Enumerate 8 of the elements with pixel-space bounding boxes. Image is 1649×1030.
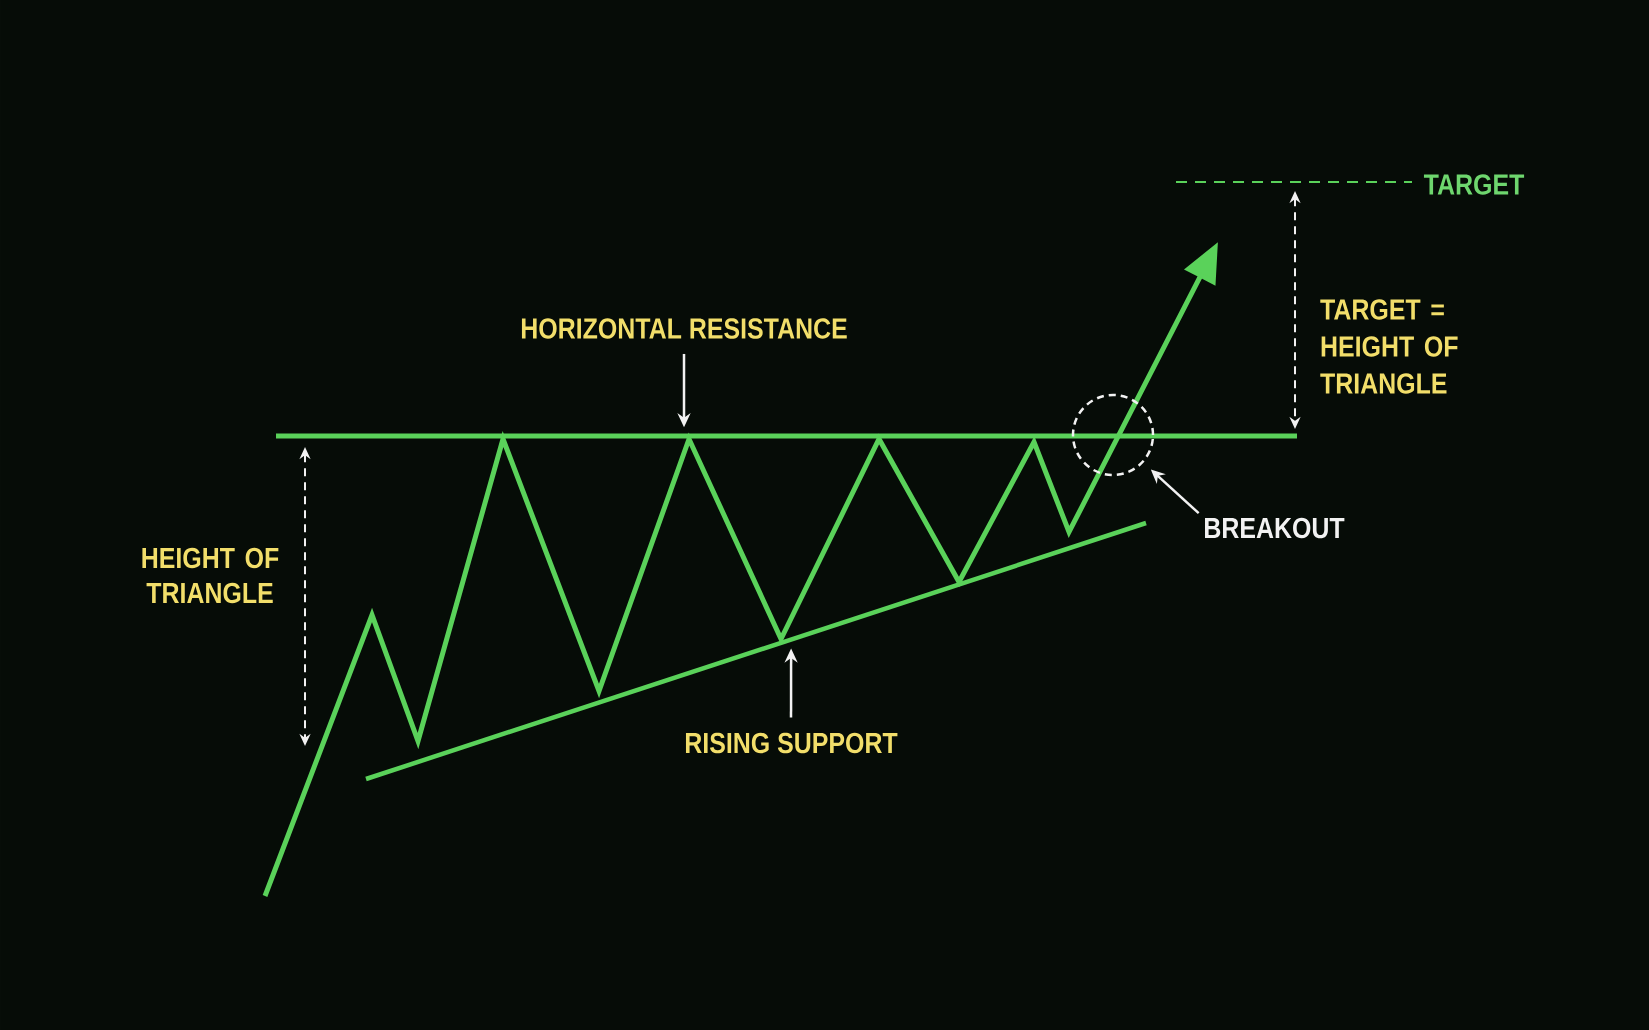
- dashed-circle: [1071, 393, 1155, 477]
- annotation-text: RISING SUPPORT: [685, 732, 898, 754]
- annotation-text: BREAKOUT: [1205, 517, 1345, 539]
- annotation-text: HORIZONTAL RESISTANCE: [521, 318, 847, 339]
- support-line: [365, 520, 1147, 782]
- annotation-text: HEIGHT OF TRIANGLE: [142, 547, 279, 604]
- target-label: TARGET: [1423, 174, 1525, 195]
- annotation-text: TARGET = HEIGHT OF TRIANGLE: [1320, 299, 1458, 394]
